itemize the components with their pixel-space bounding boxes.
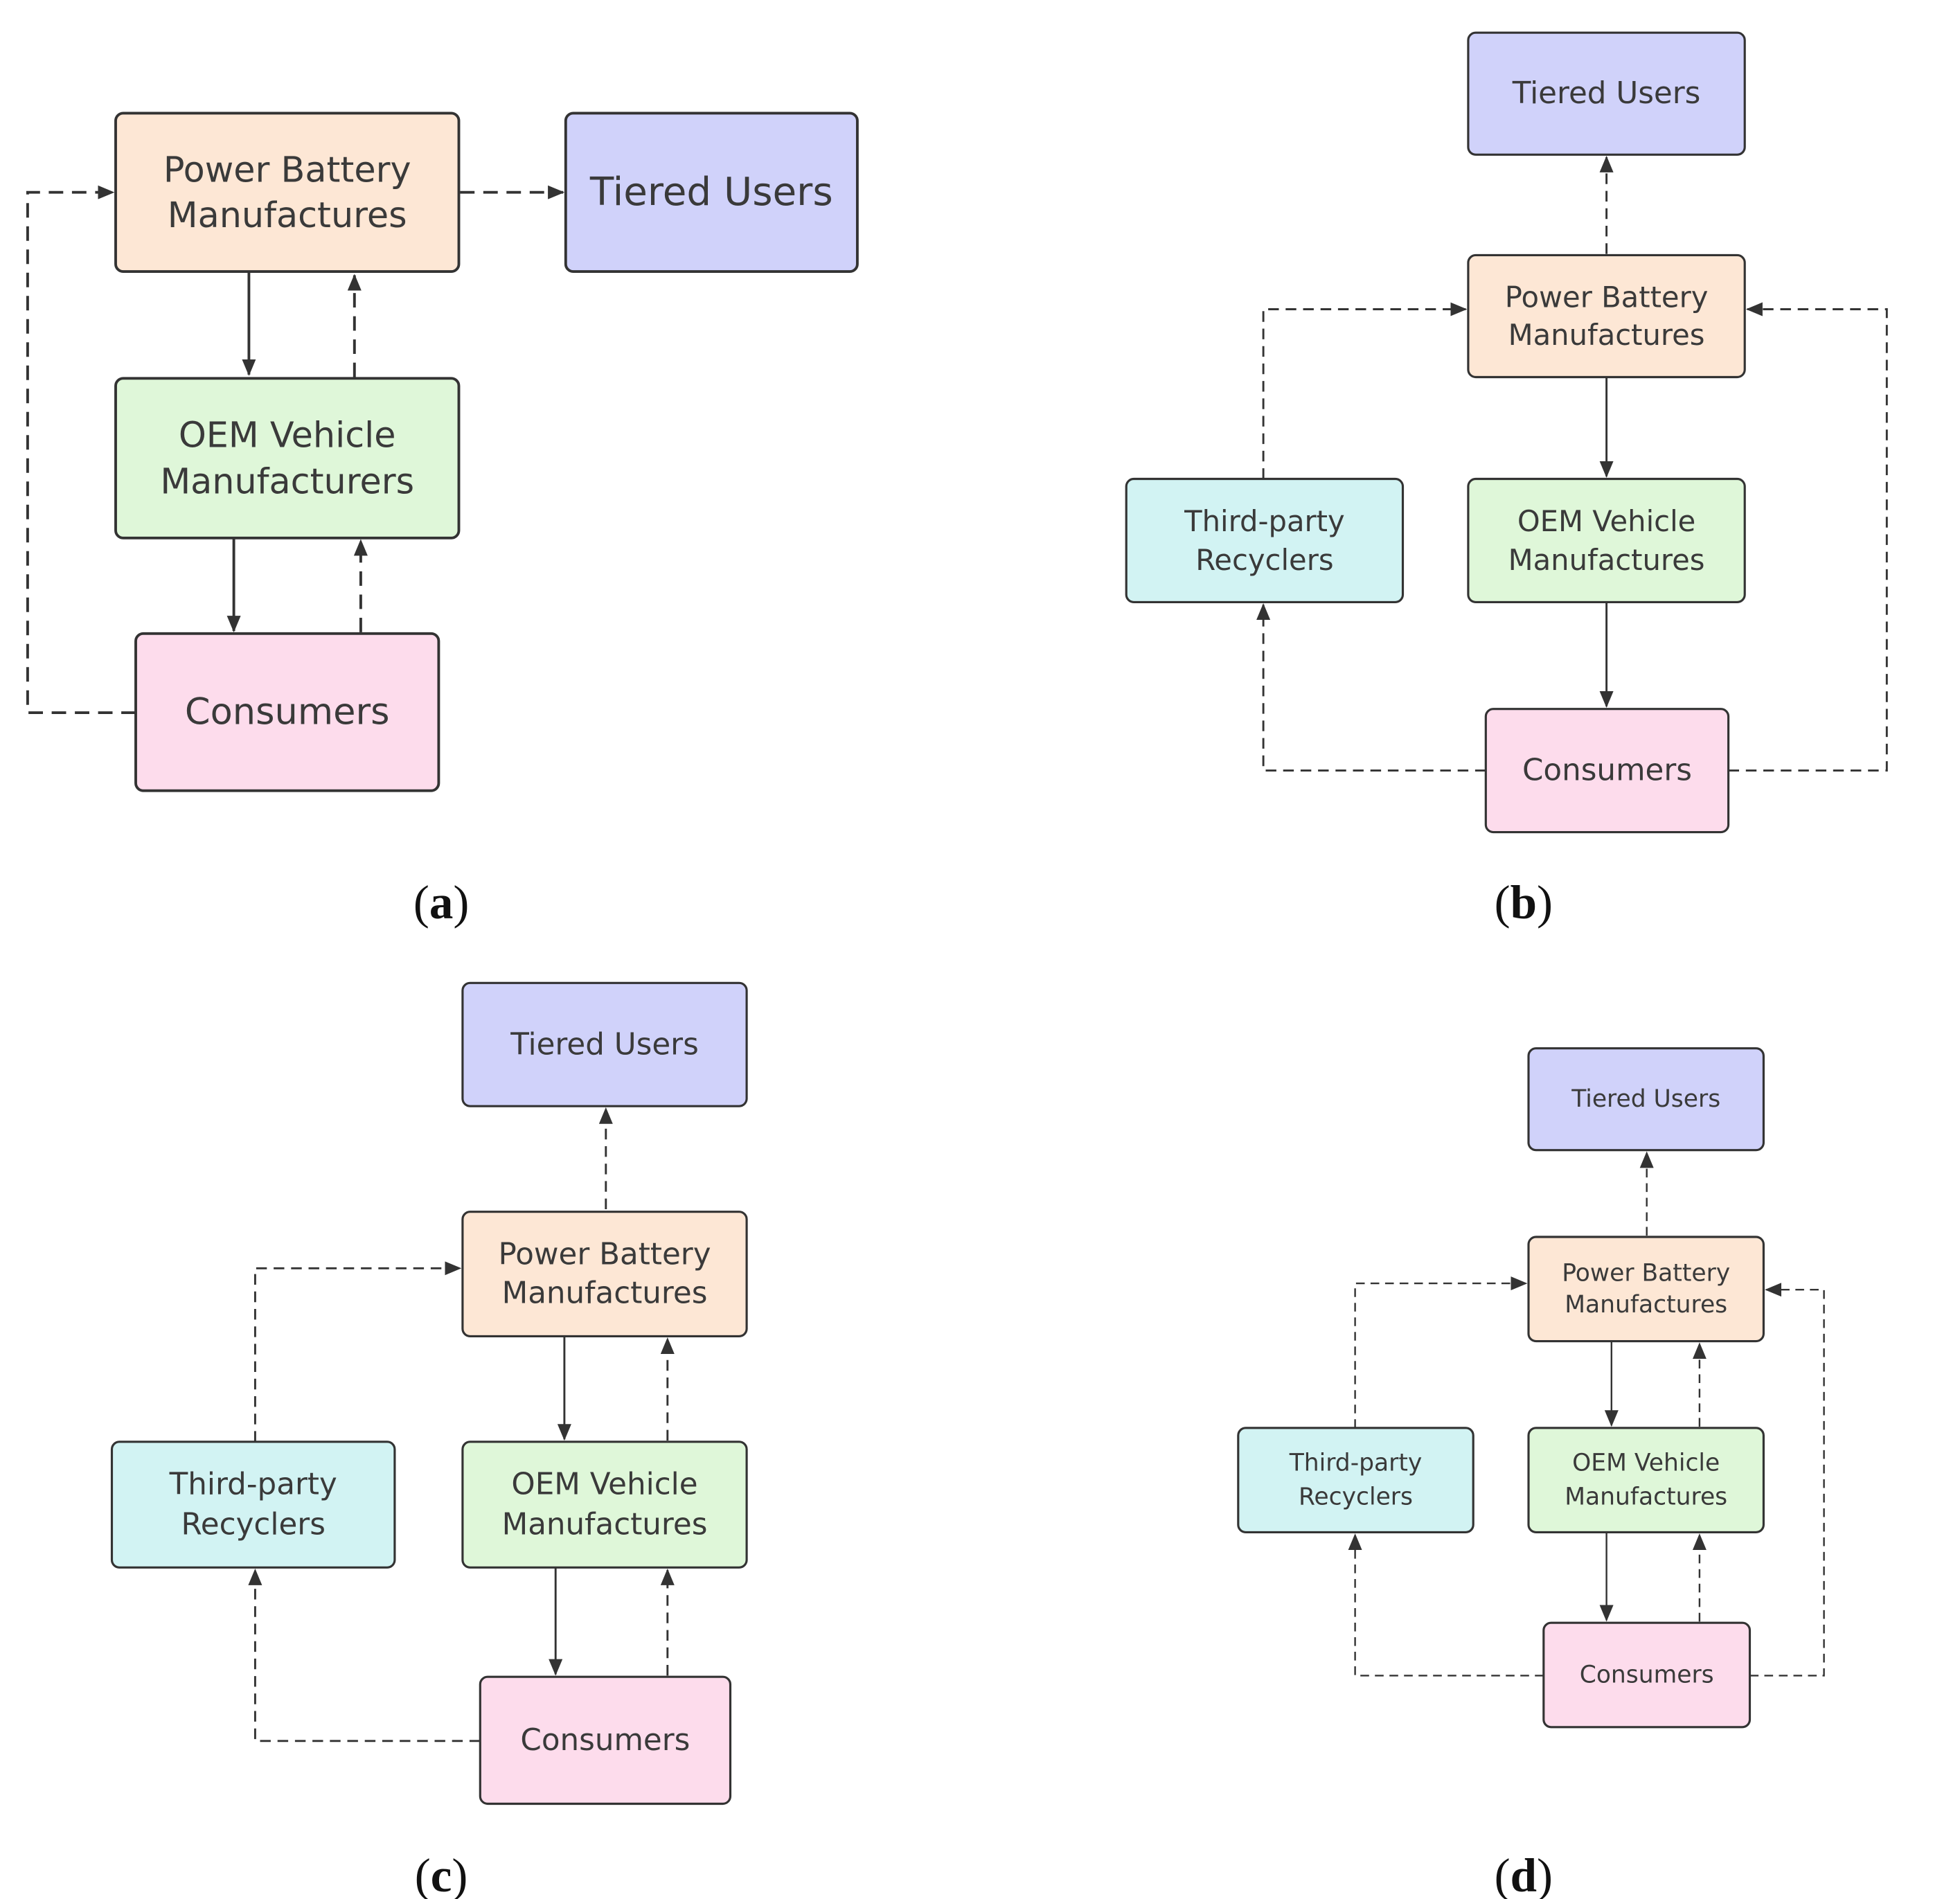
recyclers-label: Recyclers <box>181 1508 325 1542</box>
consumers-box <box>479 1675 732 1806</box>
consumers-label: Consumers <box>520 1723 690 1758</box>
tiered-users-box <box>461 981 748 1107</box>
oem-vehicle-box <box>461 1441 748 1569</box>
oem-vehicle-label: Manufactures <box>1508 543 1705 577</box>
tiered-users-node: Tiered Users <box>1527 1047 1765 1152</box>
power-battery-box <box>1527 1236 1765 1343</box>
oem-vehicle-label: OEM Vehicle <box>1572 1450 1720 1477</box>
panel-a-edges <box>26 185 565 715</box>
dashed-arrow <box>1348 1533 1544 1677</box>
consumers-box <box>1484 708 1730 834</box>
dashed-arrow <box>1749 1283 1825 1677</box>
panel-caption-letter: d <box>1511 1849 1537 1899</box>
oem-vehicle-label: Manufacturers <box>160 461 414 502</box>
panel-d-edges <box>1348 1151 1825 1677</box>
recyclers-label: Recyclers <box>1299 1483 1413 1511</box>
oem-vehicle-box <box>114 377 461 540</box>
power-battery-box <box>461 1211 748 1337</box>
consumers-label: Consumers <box>185 691 390 733</box>
recyclers-box <box>1125 477 1405 603</box>
oem-vehicle-label: OEM Vehicle <box>1517 504 1695 538</box>
oem-vehicle-label: OEM Vehicle <box>511 1468 697 1502</box>
power-battery-box <box>114 112 461 274</box>
recyclers-label: Third-party <box>1184 504 1345 538</box>
dashed-arrow <box>1256 603 1486 772</box>
consumers-node: Consumers <box>479 1675 732 1806</box>
dashed-arrow <box>26 185 136 715</box>
panel-caption-letter: c <box>431 1849 452 1899</box>
panel-caption-c: (c) <box>415 1849 468 1899</box>
consumers-box <box>1542 1621 1752 1729</box>
power-battery-label: Manufactures <box>168 195 407 235</box>
oem-vehicle-box <box>1527 1427 1765 1533</box>
tiered-users-label: Tiered Users <box>589 170 833 215</box>
consumers-node: Consumers <box>134 632 440 792</box>
consumers-node: Consumers <box>1542 1621 1752 1729</box>
consumers-label: Consumers <box>1580 1661 1714 1689</box>
dashed-arrow <box>1354 1276 1528 1428</box>
oem-vehicle-label: Manufactures <box>502 1508 708 1542</box>
tiered-users-label: Tiered Users <box>1512 76 1701 111</box>
power-battery-box <box>1467 253 1746 379</box>
power-battery-label: Manufactures <box>1508 318 1705 352</box>
panel-caption-d: (d) <box>1495 1849 1553 1899</box>
power-battery-label: Power Battery <box>1505 280 1709 314</box>
panel-caption-letter: b <box>1511 876 1537 929</box>
tiered-users-box <box>564 112 859 274</box>
consumers-label: Consumers <box>1522 754 1692 788</box>
oem-vehicle-label: OEM Vehicle <box>179 415 396 456</box>
tiered-users-node: Tiered Users <box>461 981 748 1107</box>
recyclers-box <box>110 1441 396 1569</box>
dashed-arrow <box>248 1568 481 1742</box>
recyclers-label: Third-party <box>169 1468 337 1502</box>
tiered-users-box <box>1467 31 1746 156</box>
panel-caption-letter: a <box>429 876 454 929</box>
recyclers-label: Recyclers <box>1195 543 1333 577</box>
panel-caption-a: (a) <box>413 876 469 929</box>
oem-vehicle-box <box>1467 477 1746 603</box>
tiered-users-label: Tiered Users <box>1571 1085 1720 1113</box>
oem-vehicle-label: Manufactures <box>1565 1483 1727 1511</box>
panel-b-edges <box>1256 155 1888 772</box>
consumers-box <box>134 632 440 792</box>
power-battery-label: Power Battery <box>163 150 411 190</box>
power-battery-label: Power Battery <box>1562 1260 1730 1287</box>
recyclers-label: Third-party <box>1289 1450 1423 1477</box>
recyclers-box <box>1237 1427 1475 1533</box>
dashed-arrow <box>1262 302 1468 479</box>
tiered-users-label: Tiered Users <box>510 1027 699 1062</box>
tiered-users-node: Tiered Users <box>1467 31 1746 156</box>
panel-c-edges <box>248 1107 675 1742</box>
dashed-arrow <box>1728 302 1888 772</box>
tiered-users-node: Tiered Users <box>564 112 859 274</box>
power-battery-label: Power Battery <box>498 1237 711 1272</box>
panel-caption-b: (b) <box>1495 876 1553 929</box>
power-battery-label: Manufactures <box>1565 1291 1727 1319</box>
consumers-node: Consumers <box>1484 708 1730 834</box>
panel-a: Tiered Users Power BatteryManufacturesOEM… <box>114 112 859 792</box>
power-battery-label: Manufactures <box>502 1276 708 1311</box>
tiered-users-box <box>1527 1047 1765 1152</box>
dashed-arrow <box>253 1261 462 1442</box>
